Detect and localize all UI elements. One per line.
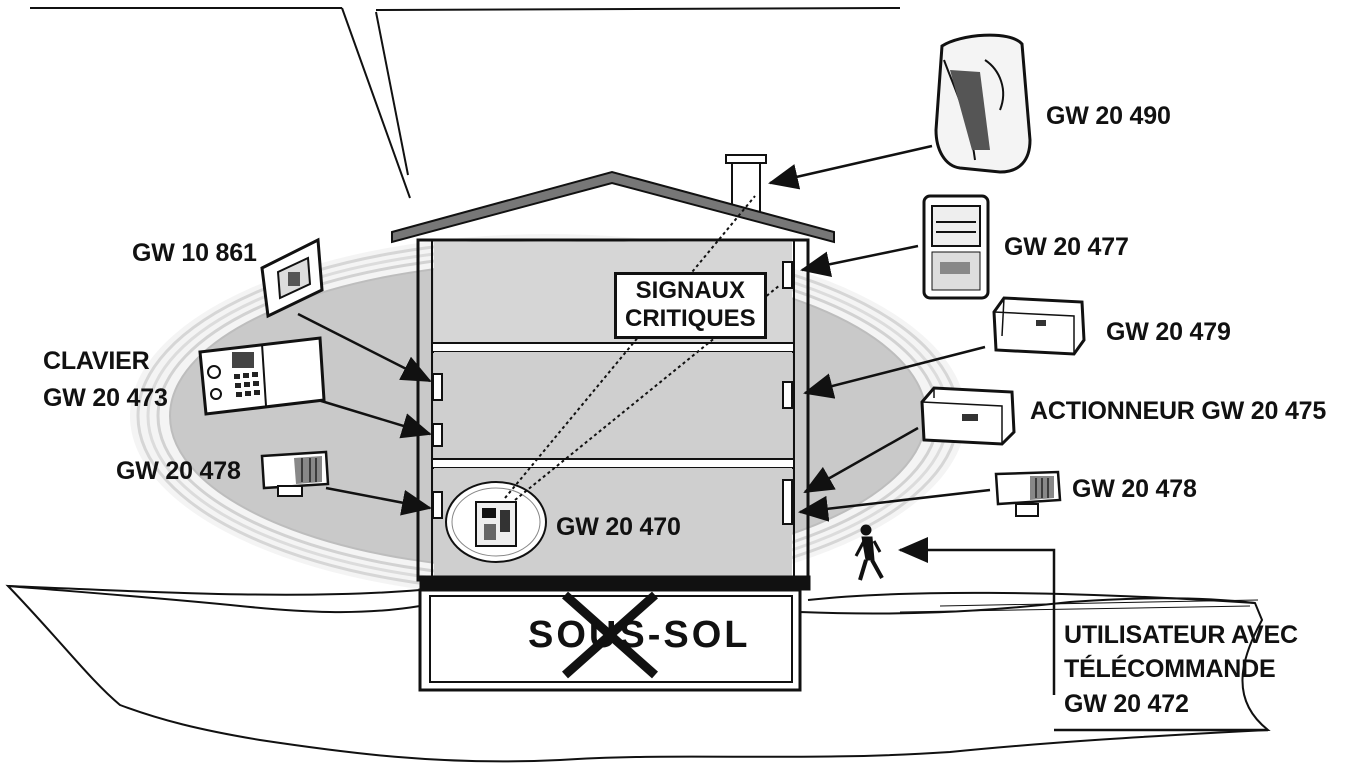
critical-signals-line-2: CRITIQUES	[625, 305, 756, 332]
label-sous-sol: SOUS-SOL	[528, 614, 751, 656]
person-walking-icon	[854, 524, 884, 581]
critical-signals-line-1: SIGNAUX	[635, 277, 746, 304]
label-gw-20-478-right: GW 20 478	[1072, 475, 1197, 503]
label-gw-20-470: GW 20 470	[556, 513, 681, 541]
connection-arrows	[297, 144, 1268, 732]
sensor-right-icon	[994, 470, 1062, 517]
label-user-line-3: GW 20 472	[1064, 690, 1189, 718]
wireless-module-icon	[992, 296, 1086, 356]
label-actionneur-gw-20-475: ACTIONNEUR GW 20 475	[1030, 397, 1327, 425]
keypad-icon	[198, 336, 326, 416]
actuator-module-icon	[920, 386, 1016, 446]
label-user-line-1: UTILISATEUR AVEC	[1064, 621, 1298, 649]
motion-detector-icon	[922, 194, 990, 300]
house	[391, 154, 835, 692]
top-lines	[30, 7, 901, 199]
label-gw-20-477: GW 20 477	[1004, 233, 1129, 261]
label-user-line-2: TÉLÉCOMMANDE	[1064, 655, 1276, 683]
control-panel-icon	[445, 481, 547, 563]
outdoor-siren-icon	[934, 33, 1032, 174]
thermostat-icon	[260, 237, 324, 319]
label-clavier: CLAVIER	[43, 347, 150, 375]
ground	[5, 584, 1271, 763]
sensor-left-icon	[260, 450, 330, 497]
label-gw-10-861: GW 10 861	[132, 239, 257, 267]
critical-signals-box: SIGNAUX CRITIQUES	[614, 272, 767, 339]
label-gw-20-473: GW 20 473	[43, 384, 168, 412]
wall-sensors	[432, 261, 793, 525]
label-gw-20-479: GW 20 479	[1106, 318, 1231, 346]
label-gw-20-490: GW 20 490	[1046, 102, 1171, 130]
label-gw-20-478-left: GW 20 478	[116, 457, 241, 485]
